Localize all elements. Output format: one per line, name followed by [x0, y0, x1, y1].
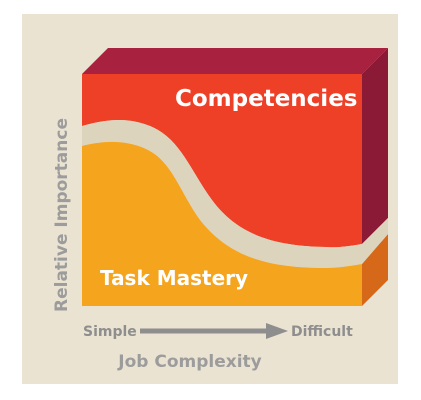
task-mastery-front-face [82, 141, 362, 306]
task-mastery-label: Task Mastery [100, 266, 249, 290]
x-axis-end-label: Difficult [291, 324, 353, 340]
x-axis-start-label: Simple [83, 324, 137, 340]
competencies-side-face [362, 48, 388, 244]
x-axis-label: Job Complexity [118, 352, 262, 372]
x-axis-arrow-head [266, 323, 288, 339]
box-top-face [82, 48, 388, 74]
competencies-label: Competencies [175, 86, 358, 112]
y-axis-label: Relative Importance [52, 118, 72, 312]
task-side-face [362, 234, 388, 306]
separator-band [82, 120, 388, 268]
competencies-front-face [82, 74, 362, 248]
